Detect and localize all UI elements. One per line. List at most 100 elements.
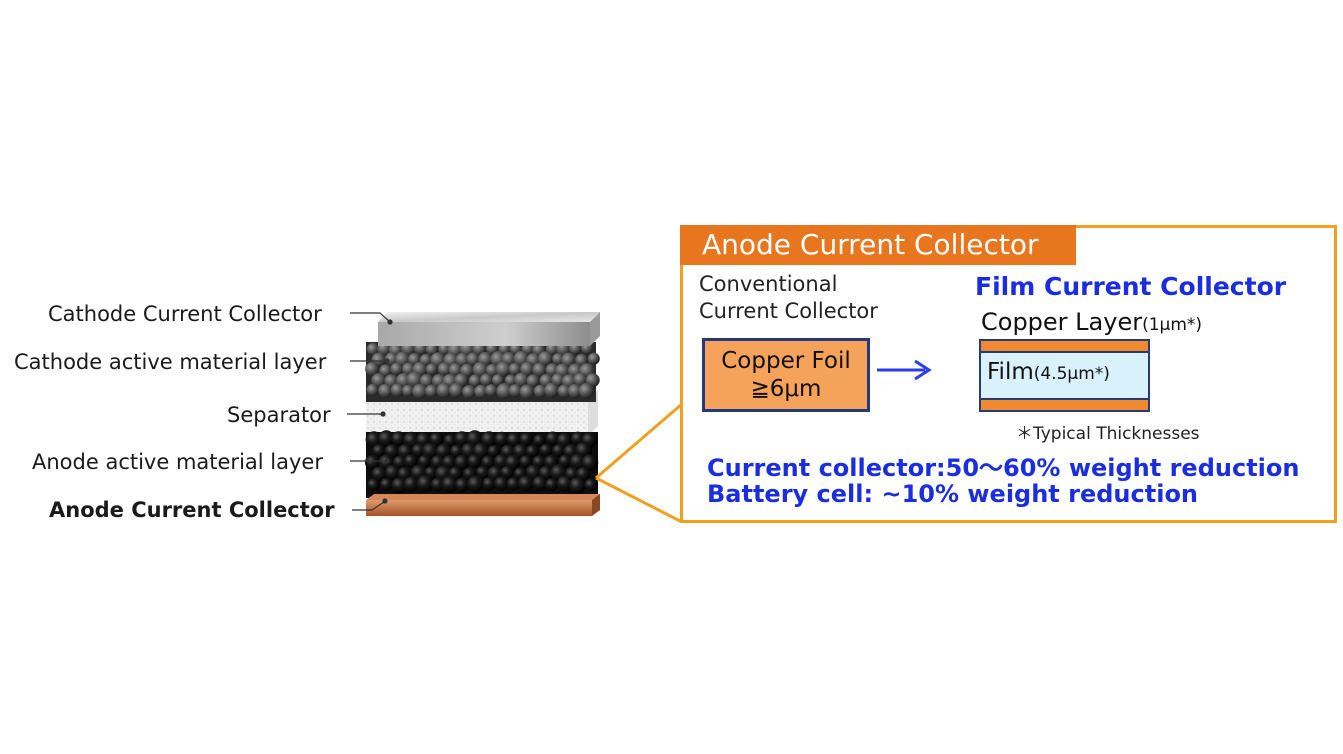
particle <box>467 475 485 493</box>
particle <box>366 383 379 396</box>
particle <box>539 443 553 457</box>
particle <box>468 374 482 388</box>
particle <box>532 362 547 377</box>
label-cathode-current-collector: Cathode Current Collector <box>48 302 322 326</box>
particle <box>480 431 498 448</box>
particle <box>485 363 499 377</box>
label-cathode-active-layer: Cathode active material layer <box>14 350 327 374</box>
particle <box>379 477 393 491</box>
particle <box>581 454 599 471</box>
particle <box>578 383 595 399</box>
label-anode-active-layer: Anode active material layer <box>32 450 323 474</box>
particle <box>570 431 585 446</box>
particle <box>552 353 565 365</box>
copper-layer-text: Copper Layer <box>981 308 1143 336</box>
particle <box>575 353 588 367</box>
particle <box>419 373 434 388</box>
particle <box>365 361 380 377</box>
particle <box>561 352 577 368</box>
particle <box>384 464 401 481</box>
particle <box>372 443 386 458</box>
particle <box>379 364 392 377</box>
particle <box>537 351 554 367</box>
particle <box>441 475 459 493</box>
particle <box>492 374 504 386</box>
particle <box>514 372 529 388</box>
particle <box>418 454 432 468</box>
particle <box>532 475 548 492</box>
particle <box>500 465 514 480</box>
particle <box>551 373 565 387</box>
conventional-collector-title: Conventional Current Collector <box>699 272 878 323</box>
particle <box>425 363 438 376</box>
particle <box>533 384 547 398</box>
particle <box>429 432 444 447</box>
particle <box>493 454 509 469</box>
copper-layer-label: Copper Layer(1μm*) <box>981 308 1202 336</box>
collector-weight-reduction: Current collector:50～60% weight reductio… <box>707 454 1300 482</box>
particle <box>404 454 418 468</box>
particle <box>506 476 521 491</box>
particle <box>371 466 388 482</box>
film-core: Film(4.5μm*) <box>981 351 1148 400</box>
particle <box>558 454 572 468</box>
copper-foil-box: Copper Foil ≧6μm <box>702 338 870 412</box>
particle <box>371 373 387 388</box>
particle <box>545 431 560 446</box>
cathode-active-material-layer <box>365 340 600 402</box>
particle <box>437 362 452 376</box>
cathode-current-collector-foil <box>378 312 600 346</box>
particle <box>520 361 535 377</box>
particle <box>481 455 495 469</box>
particle <box>504 374 517 387</box>
particle <box>508 384 522 398</box>
particle <box>466 352 480 366</box>
particle <box>436 382 452 398</box>
particle <box>519 432 534 446</box>
particle <box>487 444 501 458</box>
particle <box>378 383 393 398</box>
label-anode-current-collector: Anode Current Collector <box>49 498 335 522</box>
particle <box>573 372 588 387</box>
particle <box>416 474 434 492</box>
particle <box>443 433 457 447</box>
particle <box>474 384 488 399</box>
particle <box>545 363 560 377</box>
particle <box>403 476 420 492</box>
particle <box>525 444 539 458</box>
anode-collector-panel: Anode Current Collector Conventional Cur… <box>680 225 1337 523</box>
particle <box>544 382 560 398</box>
particle <box>556 432 573 448</box>
particle <box>365 431 383 449</box>
particle <box>430 477 445 492</box>
particle <box>367 478 380 491</box>
film-thickness: (4.5μm*) <box>1033 364 1110 384</box>
particle <box>519 384 535 400</box>
particle <box>448 363 463 377</box>
typical-thickness-note: ＊Typical Thicknesses <box>1016 424 1200 444</box>
particle <box>449 383 464 398</box>
particle <box>391 477 408 494</box>
particle <box>455 352 470 367</box>
particle <box>467 454 482 469</box>
particle <box>450 444 464 458</box>
particle <box>406 371 423 388</box>
leader-lines <box>347 312 393 511</box>
particle <box>496 383 513 400</box>
particle <box>412 383 428 399</box>
particle <box>533 434 546 447</box>
particle <box>390 362 404 376</box>
particle <box>556 475 573 492</box>
particle <box>552 443 566 458</box>
particle <box>454 454 470 470</box>
particle <box>569 453 586 470</box>
particle <box>476 465 490 479</box>
particle <box>425 343 439 356</box>
film-collector-title: Film Current Collector <box>975 272 1287 301</box>
particle <box>422 442 439 460</box>
particle <box>455 477 470 493</box>
particle <box>390 383 405 397</box>
particle <box>567 383 583 399</box>
particle <box>569 477 586 494</box>
